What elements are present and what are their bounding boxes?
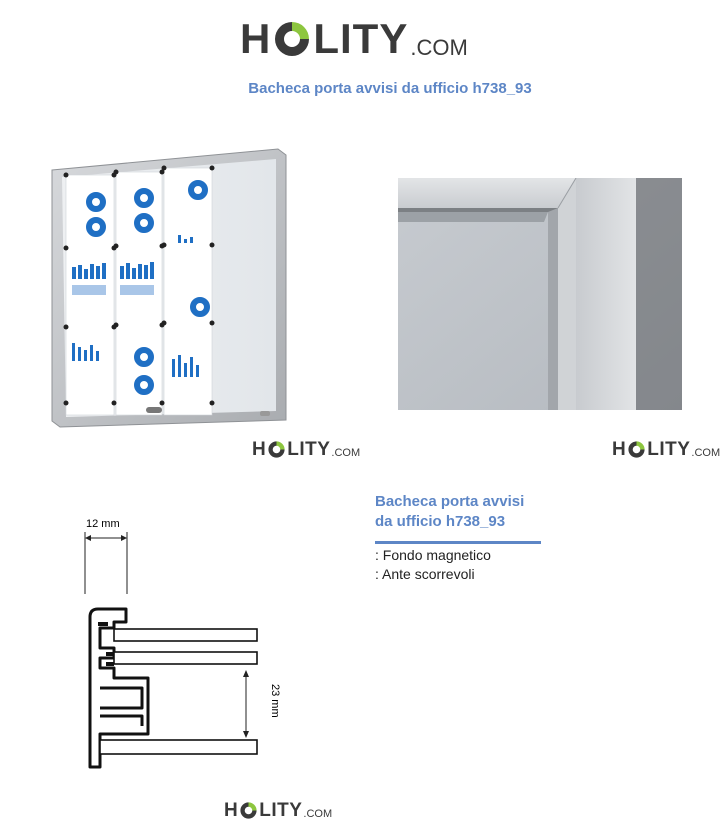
logo-suffix: .COM [691,447,720,459]
logo-letters: LITY [259,800,303,821]
profile-cross-section-diagram: 12 mm 23 mm [84,518,280,769]
brand-logo: H LITY .COM [240,18,468,60]
logo-letter-h: H [240,15,272,62]
logo-letters: LITY [647,439,691,460]
product-photo-frame-corner [398,178,682,410]
feature-item: : Fondo magnetico [375,547,491,563]
logo-letter-h: H [224,800,239,821]
product-info-title-line1: Bacheca porta avvisi [375,493,525,510]
brand-logo-small: H LITY .COM [252,440,360,459]
divider [375,541,541,544]
brand-logo-small: H LITY .COM [612,440,720,459]
logo-suffix: .COM [303,808,333,820]
logo-suffix: .COM [410,35,468,60]
height-dimension-label: 23 mm [269,684,280,718]
logo-ring-icon [275,22,310,56]
product-info-title-line2: da ufficio h738_93 [375,513,506,530]
logo-ring-icon [240,802,257,819]
width-dimension-label: 12 mm [86,518,120,530]
logo-letters: LITY [313,15,409,62]
logo-letter-h: H [612,439,627,460]
feature-list: : Fondo magnetico : Ante scorrevoli [375,546,491,584]
brand-logo-small: H LITY .COM [224,801,332,820]
product-photo-board [51,148,287,428]
logo-ring-icon [628,441,645,458]
feature-item: : Ante scorrevoli [375,566,475,582]
logo-letter-h: H [252,439,267,460]
logo-ring-icon [268,441,285,458]
logo-suffix: .COM [331,447,361,459]
page-title: Bacheca porta avvisi da ufficio h738_93 [248,80,532,97]
product-info-title: Bacheca porta avvisi da ufficio h738_93 [375,492,575,532]
logo-letters: LITY [287,439,331,460]
